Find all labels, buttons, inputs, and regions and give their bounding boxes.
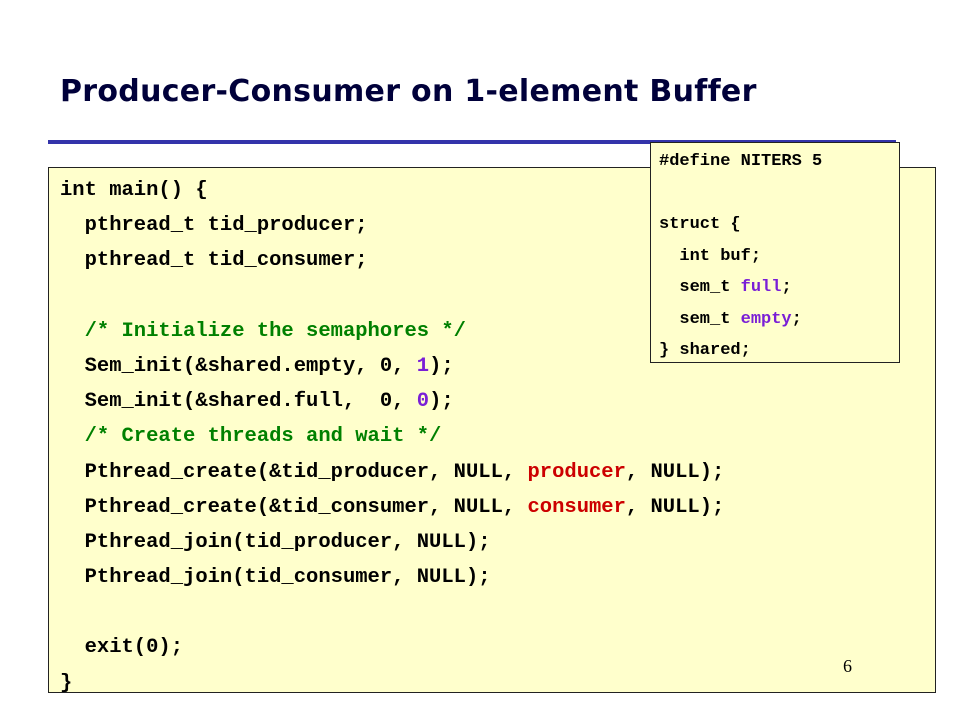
main-code-listing: int main() { pthread_t tid_producer; pth…: [60, 173, 724, 701]
main_code-line: Pthread_join(tid_consumer, NULL);: [60, 560, 724, 595]
code-token-plain: struct {: [659, 215, 741, 234]
code-token-plain: , NULL);: [625, 460, 725, 484]
code-token-plain: sem_t: [659, 278, 741, 297]
code-token-plain: ;: [791, 309, 802, 329]
inset_code-line: sem_t empty;: [659, 304, 822, 336]
code-token-plain: pthread_t tid_consumer;: [60, 249, 368, 273]
code-token-member: full: [740, 278, 782, 297]
code-token-plain: int buf;: [659, 246, 762, 266]
main_code-line: /* Initialize the semaphores */: [60, 314, 724, 349]
code-token-plain: exit(0);: [60, 636, 184, 660]
code-token-plain: pthread_t tid_producer;: [60, 214, 368, 238]
page-number: 6: [843, 656, 852, 676]
main_code-line: /* Create threads and wait */: [60, 419, 724, 454]
code-token-plain: Pthread_create(&tid_consumer, NULL,: [60, 495, 528, 519]
code-token-plain: Pthread_join(tid_consumer, NULL);: [60, 566, 491, 590]
code-token-plain: }: [60, 671, 73, 695]
main_code-line: pthread_t tid_consumer;: [60, 243, 724, 278]
code-token-plain: Pthread_create(&tid_producer, NULL,: [60, 460, 528, 484]
inset_code-line: } shared;: [659, 335, 822, 367]
code-token-comment: /* Create threads and wait */: [60, 425, 442, 449]
inset_code-line: sem_t full;: [659, 272, 822, 304]
code-token-plain: int main() {: [60, 179, 208, 202]
main_code-line: [60, 279, 724, 314]
code-token-plain: Sem_init(&shared.empty, 0,: [60, 354, 417, 378]
shared-struct-listing: #define NITERS 5 struct { int buf; sem_t …: [659, 146, 822, 367]
main_code-line: int main() {: [60, 173, 724, 208]
code-token-plain: ;: [781, 278, 792, 297]
code-token-func: producer: [527, 460, 626, 484]
code-token-number: 0: [416, 390, 430, 414]
shared-struct-box: #define NITERS 5 struct { int buf; sem_t …: [650, 142, 900, 363]
code-token-plain: Pthread_join(tid_producer, NULL);: [60, 530, 491, 554]
title-underline: [48, 140, 896, 144]
main_code-line: Sem_init(&shared.full, 0, 0);: [60, 384, 724, 419]
main_code-line: Pthread_create(&tid_producer, NULL, prod…: [60, 455, 725, 490]
main_code-line: pthread_t tid_producer;: [60, 208, 724, 243]
code-token-func: consumer: [527, 495, 626, 519]
code-token-comment: /* Initialize the semaphores */: [60, 319, 466, 343]
main_code-line: exit(0);: [60, 630, 724, 665]
code-token-member: empty: [740, 309, 792, 329]
main_code-line: Sem_init(&shared.empty, 0, 1);: [60, 349, 724, 384]
code-token-plain: sem_t: [659, 309, 741, 329]
code-token-plain: );: [429, 390, 454, 414]
code-token-plain: , NULL);: [625, 495, 725, 519]
code-token-plain: #define NITERS 5: [659, 152, 823, 171]
code-token-plain: Sem_init(&shared.full, 0,: [60, 390, 417, 414]
inset_code-line: [659, 178, 822, 210]
main_code-line: [60, 595, 724, 630]
code-token-plain: );: [429, 354, 454, 378]
inset_code-line: struct {: [659, 209, 822, 241]
code-token-plain: } shared;: [659, 341, 751, 360]
inset_code-line: #define NITERS 5: [659, 146, 822, 178]
main_code-line: Pthread_join(tid_producer, NULL);: [60, 525, 724, 560]
code-token-number: 1: [416, 354, 430, 378]
main_code-line: Pthread_create(&tid_consumer, NULL, cons…: [60, 490, 725, 525]
inset_code-line: int buf;: [659, 241, 822, 273]
slide-title: Producer-Consumer on 1-element Buffer: [60, 74, 757, 109]
main_code-line: }: [60, 666, 724, 701]
